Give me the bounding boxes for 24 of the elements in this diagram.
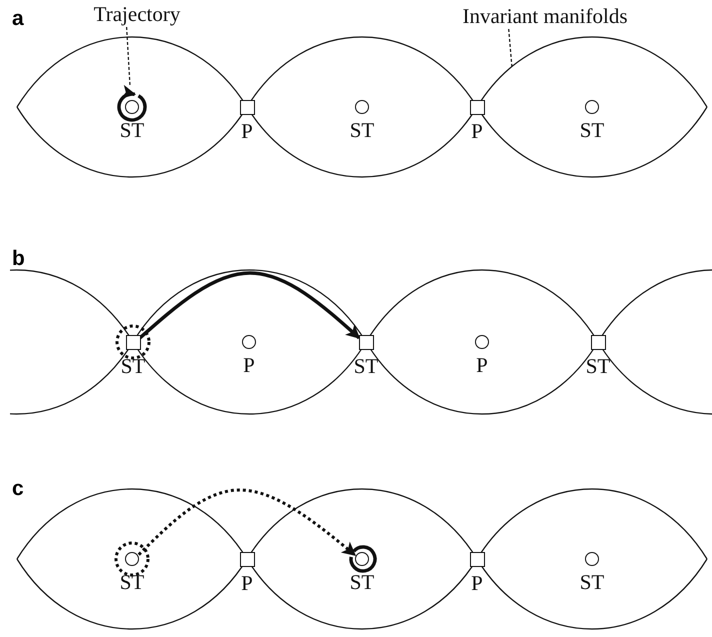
- point-label: P: [243, 355, 255, 376]
- leader-line: [508, 28, 513, 68]
- point-label: ST: [120, 120, 144, 141]
- point-label: ST: [120, 572, 144, 593]
- trajectory-arrow: [138, 271, 360, 340]
- point-label: P: [476, 355, 488, 376]
- leader-line: [126, 26, 131, 86]
- point-label: ST: [350, 120, 374, 141]
- point-label: P: [241, 573, 253, 594]
- trajectory-arrow: [138, 488, 356, 556]
- point-label: P: [471, 573, 483, 594]
- point-label: ST: [354, 356, 378, 377]
- point-label: P: [471, 121, 483, 142]
- callout-text: Invariant manifolds: [462, 6, 628, 27]
- panel-letter: b: [12, 248, 25, 269]
- callout-text: Trajectory: [94, 4, 180, 25]
- point-label: ST: [580, 120, 604, 141]
- point-label: P: [241, 121, 253, 142]
- panel-letter: c: [12, 478, 24, 499]
- panel-letter: a: [12, 8, 24, 29]
- point-label: ST: [580, 572, 604, 593]
- point-label: ST: [350, 572, 374, 593]
- point-label: ST: [120, 356, 146, 377]
- point-label: ST: [586, 356, 610, 377]
